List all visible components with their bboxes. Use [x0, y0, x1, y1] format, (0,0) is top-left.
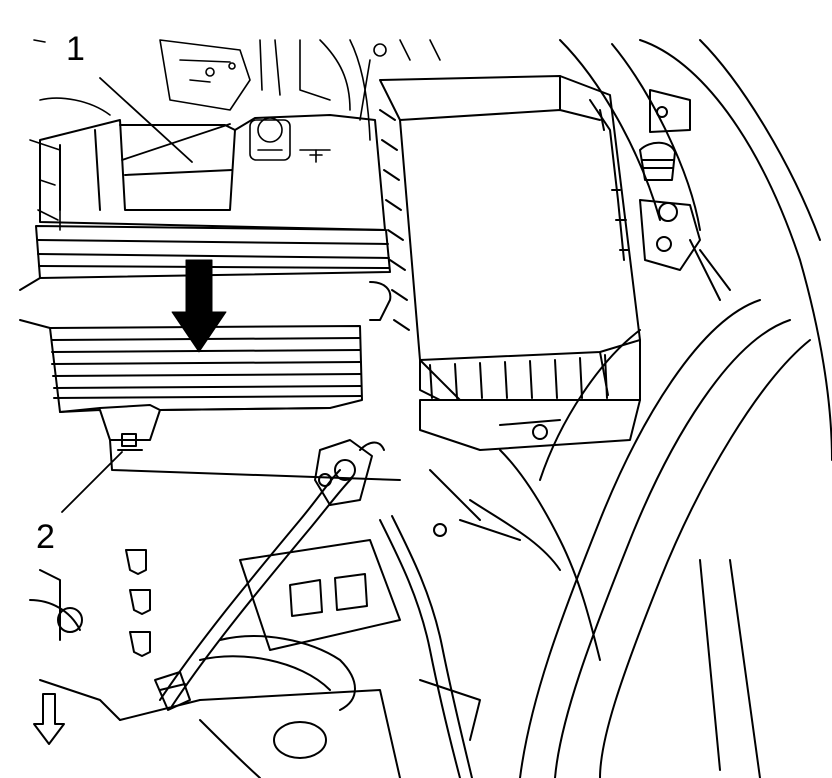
- strut-mount: [639, 89, 731, 301]
- air-cleaner-housing: [379, 75, 641, 451]
- battery: [19, 114, 401, 481]
- leader-line-2: [61, 451, 123, 513]
- leader-line-1: [99, 77, 193, 163]
- battery-cable: [154, 439, 473, 778]
- engine-lower-components: [119, 449, 601, 778]
- leader-lines: [61, 77, 231, 513]
- callout-1-label: 1: [66, 30, 85, 68]
- leader-line-1b: [121, 123, 231, 161]
- tray-bracket: [117, 433, 143, 451]
- wiring-clips: [29, 549, 151, 721]
- down-arrow-icon: [171, 259, 227, 353]
- callout-2-label: 2: [36, 518, 55, 556]
- hollow-down-arrow-icon: [33, 693, 65, 745]
- fender-panel: [519, 39, 832, 778]
- background-parts: [29, 39, 441, 231]
